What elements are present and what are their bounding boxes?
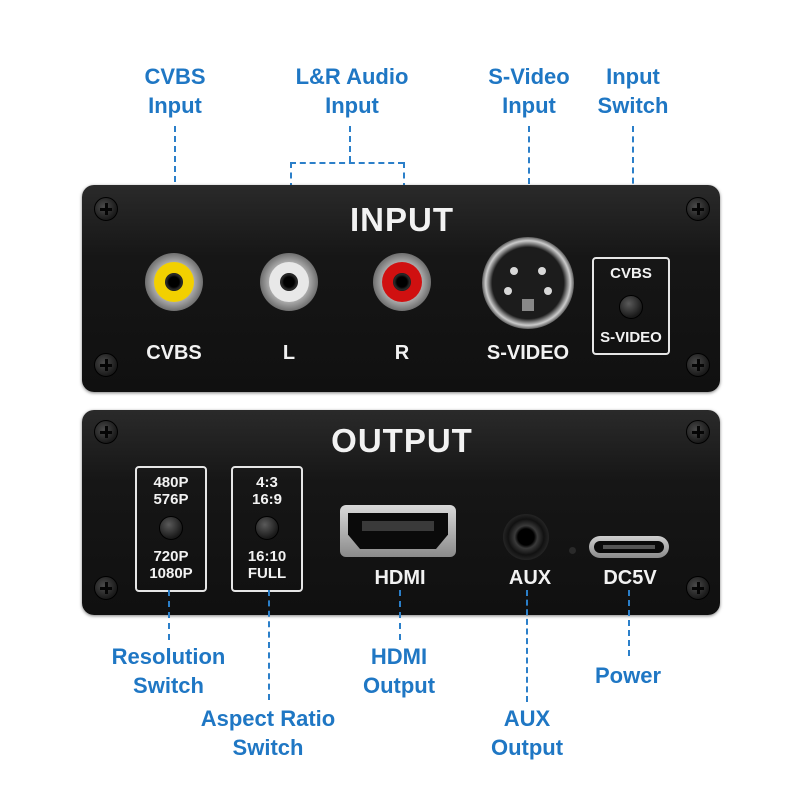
screw-icon [94,420,118,444]
callout-lr-audio-input: L&R Audio Input [295,64,409,118]
leader-svideo [528,126,530,236]
aux-jack[interactable] [503,514,549,560]
resolution-1080p-label: 1080P [149,565,193,582]
aspect-4-3-label: 4:3 [256,474,278,491]
aspect-16-9-label: 16:9 [251,491,283,508]
leader-audio-stem [349,126,351,162]
cvbs-jack[interactable] [145,253,203,311]
input-switch-button[interactable] [619,295,643,319]
aspect-16-10-label: 16:10 [247,548,287,565]
callout-hdmi-output: HDMI Output [362,644,436,698]
input-switch-svideo-label: S-VIDEO [600,329,662,346]
aux-label: AUX [508,567,552,589]
svideo-jack[interactable] [482,237,574,329]
svideo-label: S-VIDEO [486,342,570,364]
screw-icon [94,576,118,600]
resolution-480p-label: 480P [153,474,189,491]
aspect-switch-box: 4:3 16:9 16:10 FULL [231,466,303,592]
callout-aux-output: AUX Output [490,706,564,760]
input-switch-box: CVBS S-VIDEO [592,257,670,355]
leader-aspect [268,590,270,700]
audio-left-jack[interactable] [260,253,318,311]
input-panel-title: INPUT [350,201,454,238]
usb-c-power-port[interactable] [589,536,669,558]
screw-icon [94,197,118,221]
callout-power: Power [594,663,662,688]
resolution-switch-button[interactable] [159,516,183,540]
resolution-switch-box: 480P 576P 720P 1080P [135,466,207,592]
callout-resolution-switch: Resolution Switch [111,644,226,698]
screw-icon [686,197,710,221]
output-panel-title: OUTPUT [331,422,473,459]
aspect-full-label: FULL [247,565,287,582]
callout-cvbs-input: CVBS Input [144,64,206,118]
screw-icon [94,353,118,377]
hdmi-label: HDMI [374,567,426,589]
audio-left-label: L [282,342,296,364]
screw-icon [686,420,710,444]
screw-icon [686,576,710,600]
resolution-720p-label: 720P [153,548,189,565]
audio-right-jack[interactable] [373,253,431,311]
leader-audio-bar [290,162,404,164]
callout-svideo-input: S-Video Input [488,64,570,118]
power-led-icon [569,547,576,554]
audio-right-label: R [394,342,410,364]
hdmi-port[interactable] [340,505,456,557]
dc5v-label: DC5V [603,567,657,589]
leader-aux [526,590,528,702]
screw-icon [686,353,710,377]
aspect-switch-button[interactable] [255,516,279,540]
input-switch-cvbs-label: CVBS [610,265,652,282]
leader-hdmi [399,590,401,640]
cvbs-label: CVBS [146,342,202,364]
leader-resolution [168,590,170,640]
callout-input-switch: Input Switch [597,64,669,118]
resolution-576p-label: 576P [153,491,189,508]
input-panel: INPUT CVBS S-VIDEO CVBS L R S-VIDEO [82,185,720,392]
callout-aspect-ratio-switch: Aspect Ratio Switch [200,706,336,760]
leader-power [628,590,630,656]
